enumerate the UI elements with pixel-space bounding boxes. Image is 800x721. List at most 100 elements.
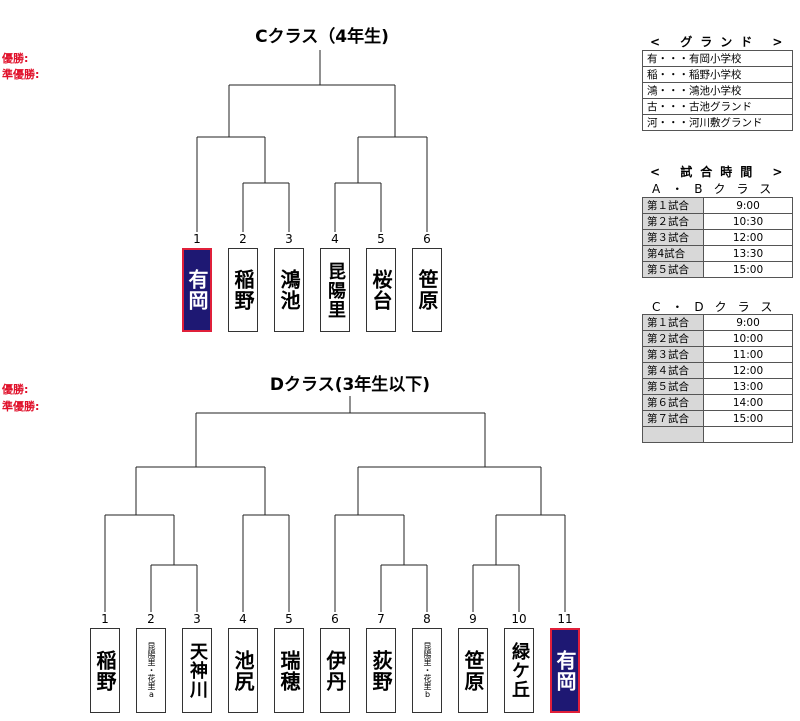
team-box: 緑ケ丘 (504, 628, 534, 713)
d-winner-label: 優勝: (2, 383, 29, 396)
match-label: 第５試合 (642, 261, 704, 278)
team-name: 伊丹 (323, 649, 347, 692)
match-time: 9:00 (703, 197, 793, 214)
ground-cell: 古・・・古池グランド (642, 98, 793, 115)
team-name: 昆陽里・花里b (423, 642, 432, 699)
ground-row: 有・・・有岡小学校 (642, 50, 793, 67)
cd-class-label: C・Dクラス (652, 300, 784, 314)
seed-number: 9 (469, 612, 477, 626)
match-label: 第１試合 (642, 314, 704, 331)
match-time: 12:00 (703, 362, 793, 379)
team-box: 稲野 (228, 248, 258, 332)
team-box: 有岡 (550, 628, 580, 713)
team-name: 荻野 (369, 649, 393, 692)
match-time: 10:30 (703, 213, 793, 230)
seed-number: 5 (377, 232, 385, 246)
team-name: 池尻 (231, 649, 255, 692)
ground-row: 鴻・・・鴻池小学校 (642, 82, 793, 99)
team-name: 瑞穂 (277, 649, 301, 692)
match-label: 第５試合 (642, 378, 704, 395)
times-title: < 試合時間 > (650, 165, 791, 179)
team-box: 池尻 (228, 628, 258, 713)
team-box: 笹原 (458, 628, 488, 713)
ground-cell: 鴻・・・鴻池小学校 (642, 82, 793, 99)
ground-title: < グランド > (650, 35, 791, 49)
seed-number: 4 (331, 232, 339, 246)
c-class-title: Cクラス（4年生) (255, 27, 389, 47)
team-name: 有岡 (553, 649, 577, 692)
team-box: 天神川 (182, 628, 212, 713)
c-runner-up-label: 準優勝: (2, 68, 40, 81)
match-label: 第３試合 (642, 229, 704, 246)
team-box: 笹原 (412, 248, 442, 332)
time-row (642, 426, 793, 443)
team-name: 稲野 (231, 269, 255, 311)
seed-number: 6 (331, 612, 339, 626)
team-box: 桜台 (366, 248, 396, 332)
match-label: 第１試合 (642, 197, 704, 214)
seed-number: 5 (285, 612, 293, 626)
seed-number: 10 (511, 612, 527, 626)
seed-number: 3 (193, 612, 201, 626)
match-time (703, 426, 793, 443)
seed-number: 7 (377, 612, 385, 626)
match-label: 第３試合 (642, 346, 704, 363)
team-box: 有岡 (182, 248, 212, 332)
seed-number: 11 (557, 612, 573, 626)
team-box: 鴻池 (274, 248, 304, 332)
match-time: 14:00 (703, 394, 793, 411)
ground-row: 河・・・河川敷グランド (642, 114, 793, 131)
match-time: 12:00 (703, 229, 793, 246)
team-box: 伊丹 (320, 628, 350, 713)
match-time: 13:30 (703, 245, 793, 262)
team-name: 鴻池 (277, 269, 301, 311)
match-time: 9:00 (703, 314, 793, 331)
seed-number: 6 (423, 232, 431, 246)
ground-cell: 稲・・・稲野小学校 (642, 66, 793, 83)
d-class-title: Dクラス(3年生以下) (269, 375, 431, 395)
team-box: 荻野 (366, 628, 396, 713)
team-name: 昆陽里 (325, 261, 346, 319)
ground-row: 稲・・・稲野小学校 (642, 66, 793, 83)
c-winner-label: 優勝: (2, 52, 29, 65)
seed-number: 2 (239, 232, 247, 246)
ground-cell: 河・・・河川敷グランド (642, 114, 793, 131)
match-label: 第６試合 (642, 394, 704, 411)
team-box: 瑞穂 (274, 628, 304, 713)
match-label (642, 426, 704, 443)
match-time: 15:00 (703, 261, 793, 278)
match-time: 10:00 (703, 330, 793, 347)
team-name: 天神川 (187, 642, 208, 699)
ab-class-label: A・Bクラス (652, 182, 783, 196)
seed-number: 3 (285, 232, 293, 246)
team-box: 昆陽里 (320, 248, 350, 332)
team-name: 有岡 (185, 269, 209, 311)
match-label: 第２試合 (642, 213, 704, 230)
team-name: 稲野 (93, 649, 117, 692)
d-runner-up-label: 準優勝: (2, 400, 40, 413)
match-time: 13:00 (703, 378, 793, 395)
match-time: 15:00 (703, 410, 793, 427)
team-box: 昆陽里・花里b (412, 628, 442, 713)
match-label: 第4試合 (642, 245, 704, 262)
team-name: 笹原 (415, 269, 439, 311)
team-name: 笹原 (461, 649, 485, 692)
ground-table: 有・・・有岡小学校稲・・・稲野小学校鴻・・・鴻池小学校古・・・古池グランド河・・… (642, 50, 793, 131)
match-time: 11:00 (703, 346, 793, 363)
match-label: 第４試合 (642, 362, 704, 379)
seed-number: 1 (193, 232, 201, 246)
seed-number: 1 (101, 612, 109, 626)
